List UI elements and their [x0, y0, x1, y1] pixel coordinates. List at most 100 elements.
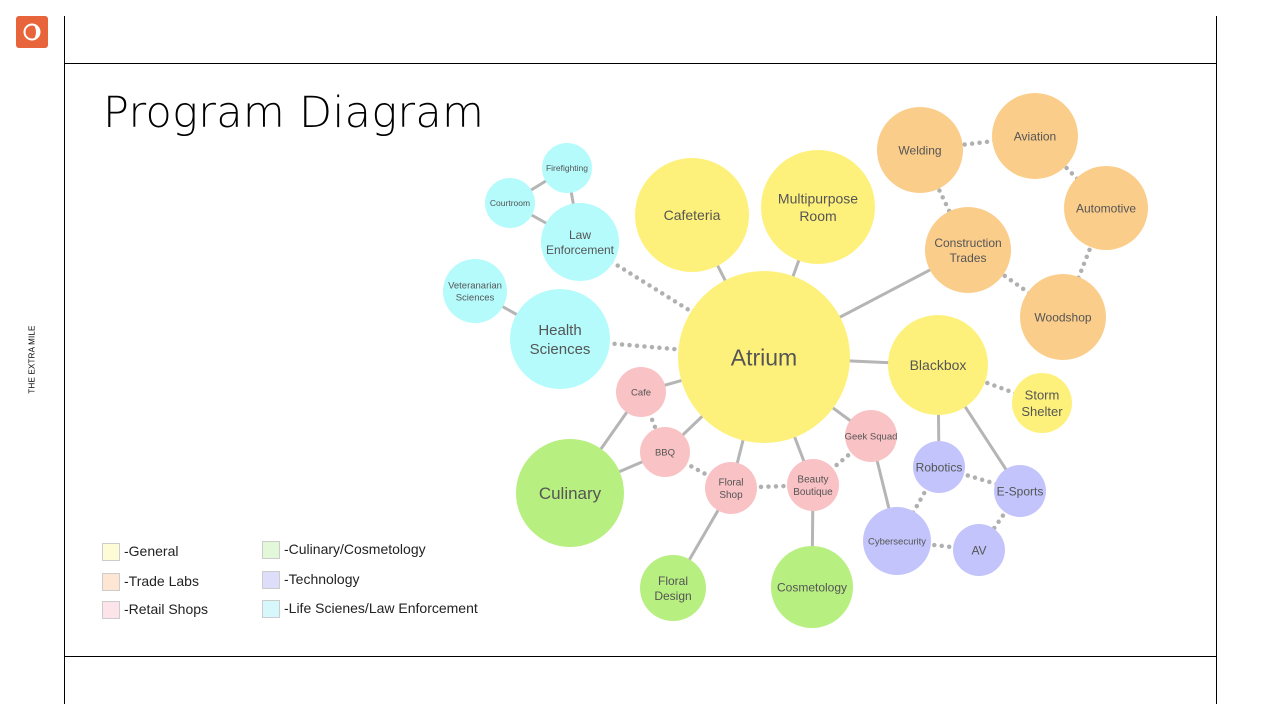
node-circle	[678, 271, 850, 443]
node-circle	[705, 462, 757, 514]
legend-label: -Trade Labs	[124, 573, 199, 589]
node-label: Storm	[1025, 388, 1060, 403]
node-label: Blackbox	[910, 357, 967, 373]
node-culinary: Culinary	[516, 439, 624, 547]
node-label: Woodshop	[1034, 310, 1091, 324]
node-circle	[787, 459, 839, 511]
node-circle	[640, 427, 690, 477]
legend-swatch	[102, 601, 120, 619]
node-courtroom: Courtroom	[485, 178, 535, 228]
node-cyber: Cybersecurity	[863, 507, 931, 575]
node-welding: Welding	[877, 107, 963, 193]
edge-bbq-floralshop	[662, 449, 734, 491]
node-label: Beauty	[797, 474, 828, 485]
node-circle	[888, 315, 988, 415]
node-label: Health	[538, 322, 581, 339]
node-label: Robotics	[916, 460, 963, 474]
node-circle	[1020, 274, 1106, 360]
node-circle	[992, 93, 1078, 179]
node-label: Courtroom	[490, 198, 530, 208]
node-label: Multipurpose	[778, 190, 858, 206]
node-label: AV	[971, 543, 986, 557]
node-automotive: Automotive	[1064, 166, 1148, 250]
node-label: Boutique	[793, 487, 833, 498]
node-geek: Geek Squad	[845, 410, 897, 462]
node-bbq: BBQ	[640, 427, 690, 477]
legend-label: -General	[124, 543, 179, 559]
legend-label: -Retail Shops	[124, 601, 209, 617]
node-label: Cafeteria	[664, 207, 721, 223]
node-firefighting: Firefighting	[542, 143, 592, 193]
node-circle	[1012, 373, 1072, 433]
node-label: Trades	[950, 251, 987, 265]
node-cafe: Cafe	[616, 367, 666, 417]
node-label: Enforcement	[546, 243, 615, 257]
legend-swatch	[102, 573, 120, 591]
node-label: Welding	[898, 143, 941, 157]
node-circle	[771, 546, 853, 628]
node-circle	[761, 150, 875, 264]
legend-swatch	[262, 541, 280, 559]
node-label: Floral	[718, 477, 743, 488]
node-esports: E-Sports	[994, 465, 1046, 517]
node-atrium: Atrium	[678, 271, 850, 443]
node-circle	[443, 259, 507, 323]
node-label: Design	[654, 589, 691, 603]
node-circle	[877, 107, 963, 193]
legend-swatch	[262, 571, 280, 589]
node-woodshop: Woodshop	[1020, 274, 1106, 360]
frame-right-line	[1216, 16, 1217, 704]
edge-geek-beauty	[810, 433, 874, 488]
node-cosmetology: Cosmetology	[771, 546, 853, 628]
node-av: AV	[953, 524, 1005, 576]
node-label: Aviation	[1014, 129, 1056, 143]
frame-top-line	[64, 63, 1217, 64]
node-circle	[541, 203, 619, 281]
legend-swatch	[102, 543, 120, 561]
legend-label: -Technology	[284, 571, 360, 587]
node-circle	[1064, 166, 1148, 250]
node-circle	[635, 158, 749, 272]
node-robotics: Robotics	[913, 441, 965, 493]
legend-label: -Culinary/Cosmetology	[284, 541, 426, 557]
node-circle	[510, 289, 610, 389]
node-blackbox: Blackbox	[888, 315, 988, 415]
node-label: Cosmetology	[777, 580, 847, 594]
node-label: Automotive	[1076, 201, 1136, 215]
node-circle	[845, 410, 897, 462]
node-circle	[542, 143, 592, 193]
node-label: Construction	[934, 236, 1001, 250]
node-circle	[953, 524, 1005, 576]
node-circle	[640, 555, 706, 621]
node-label: Sciences	[456, 292, 495, 303]
node-label: Firefighting	[546, 163, 588, 173]
node-label: Atrium	[731, 344, 797, 370]
legend-label: -Life Scienes/Law Enforcement	[284, 600, 478, 616]
node-label: BBQ	[655, 447, 675, 458]
node-circle	[925, 207, 1011, 293]
node-label: Shop	[719, 490, 743, 501]
node-cafeteria: Cafeteria	[635, 158, 749, 272]
logo-icon	[16, 16, 48, 48]
node-label: Law	[569, 228, 591, 242]
node-label: E-Sports	[997, 484, 1044, 498]
node-label: Veteranarian	[448, 280, 502, 291]
node-label: Cybersecurity	[868, 536, 926, 547]
node-label: Floral	[658, 574, 688, 588]
node-circle	[616, 367, 666, 417]
node-circle	[485, 178, 535, 228]
page-title: Program Diagram	[103, 88, 485, 138]
node-label: Shelter	[1021, 404, 1063, 419]
node-aviation: Aviation	[992, 93, 1078, 179]
frame-bottom-line	[64, 656, 1217, 657]
frame-left-line	[64, 16, 65, 704]
node-label: Room	[799, 208, 836, 224]
